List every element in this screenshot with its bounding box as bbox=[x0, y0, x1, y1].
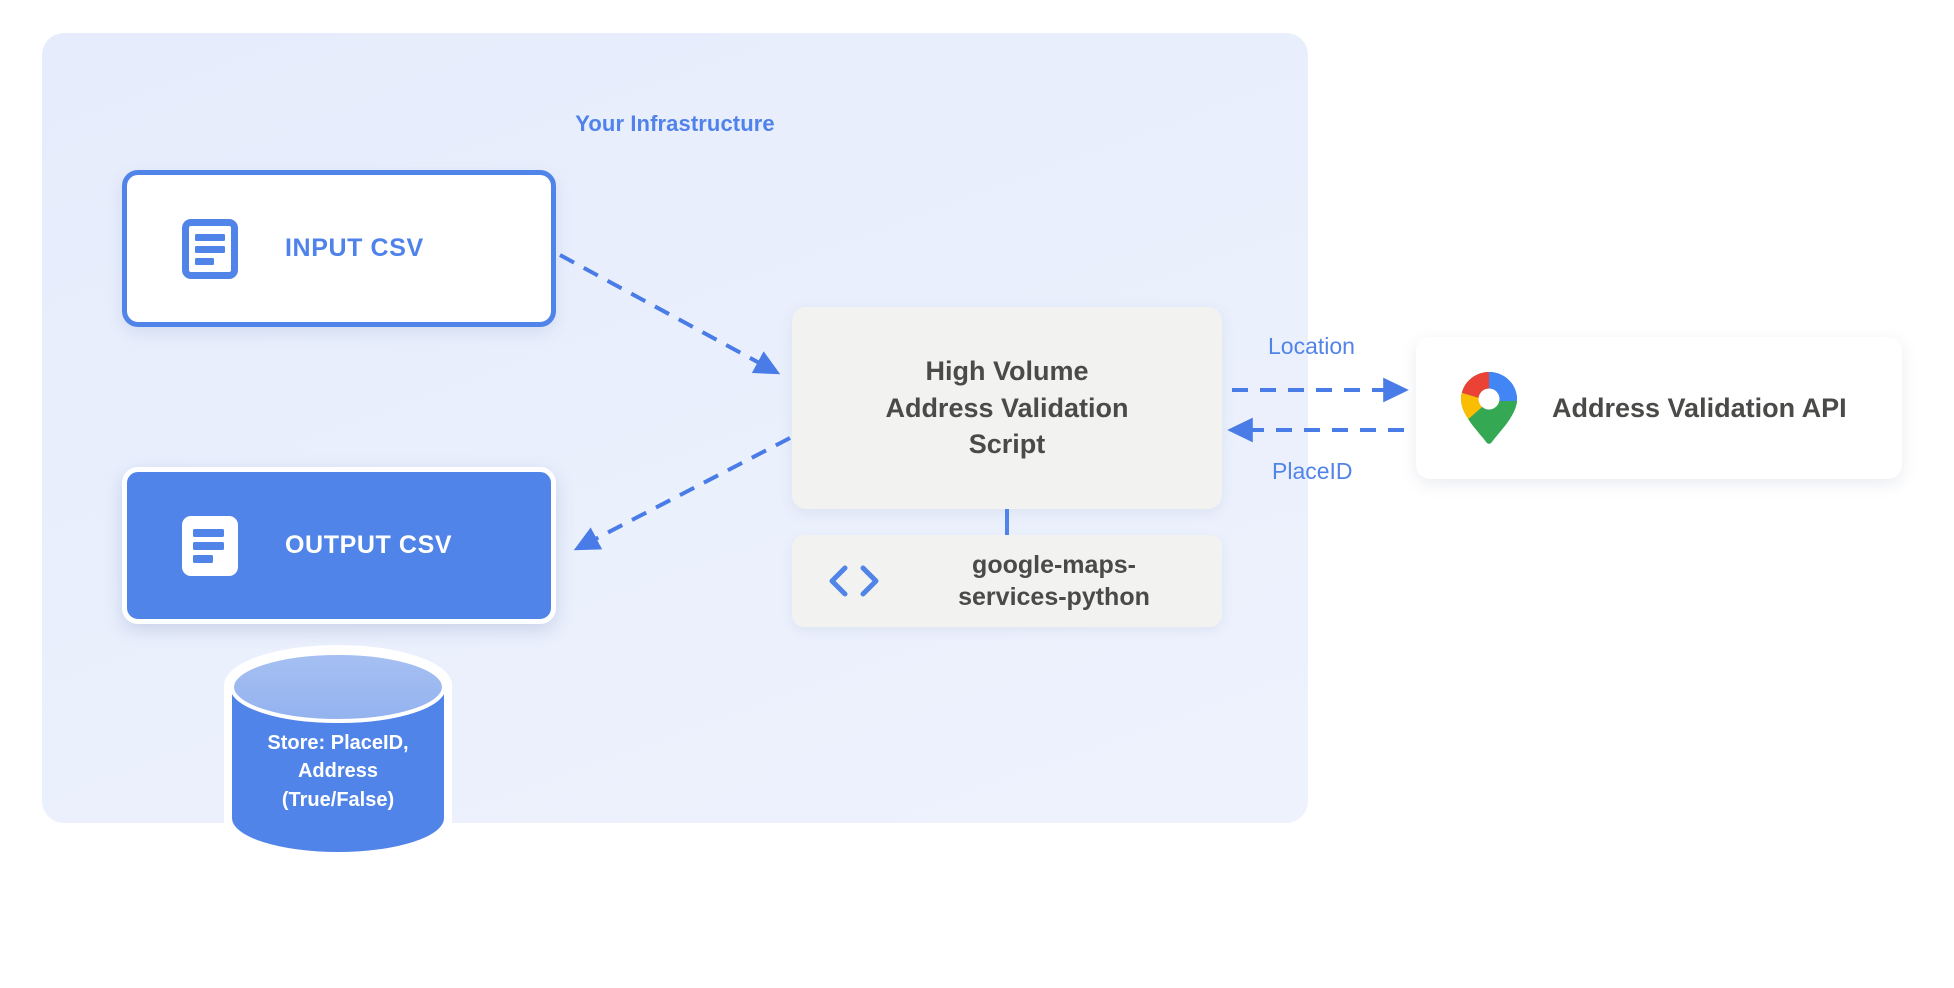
document-lines-icon bbox=[182, 218, 238, 279]
script-node[interactable]: High Volume Address Validation Script bbox=[792, 307, 1222, 509]
input-csv-label: INPUT CSV bbox=[285, 234, 424, 262]
google-maps-pin-icon bbox=[1461, 372, 1517, 444]
document-lines-icon bbox=[182, 515, 238, 576]
script-label-line2: Address Validation bbox=[885, 392, 1129, 423]
script-label-line3: Script bbox=[968, 429, 1046, 460]
library-label-group: google-maps- services-python bbox=[916, 549, 1222, 613]
script-library-connector bbox=[1005, 509, 1009, 535]
output-csv-label: OUTPUT CSV bbox=[285, 531, 453, 559]
address-validation-api-label: Address Validation API bbox=[1552, 392, 1847, 423]
edge-label-location: Location bbox=[1268, 333, 1355, 359]
address-validation-api-node[interactable]: Address Validation API bbox=[1416, 337, 1902, 479]
input-csv-node[interactable]: INPUT CSV bbox=[122, 170, 556, 327]
edge-label-placeid: PlaceID bbox=[1272, 458, 1353, 484]
code-brackets-icon bbox=[829, 565, 879, 597]
infrastructure-title: Your Infrastructure bbox=[575, 111, 775, 136]
database-cylinder-icon bbox=[224, 645, 452, 860]
script-label-line1: High Volume bbox=[925, 355, 1089, 386]
library-label-line1: google-maps- bbox=[972, 551, 1136, 579]
database-node[interactable]: Store: PlaceID, Address (True/False) bbox=[218, 645, 458, 860]
library-label-line2: services-python bbox=[958, 583, 1150, 611]
output-csv-node[interactable]: OUTPUT CSV bbox=[122, 467, 556, 624]
library-node[interactable]: google-maps- services-python bbox=[792, 535, 1222, 627]
